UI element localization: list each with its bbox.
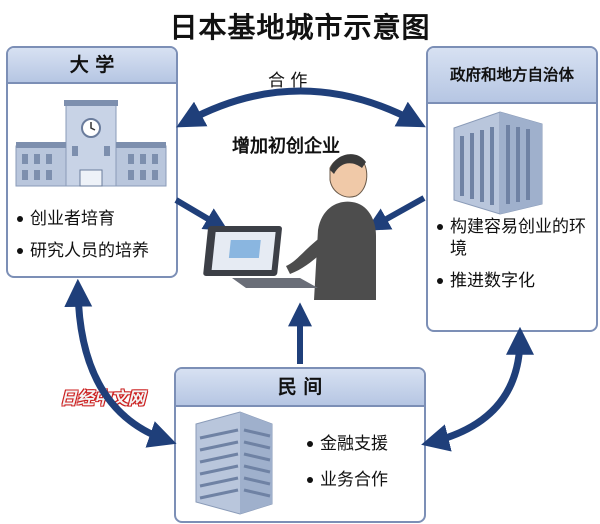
- list-item: 研究人员的培养: [14, 240, 174, 262]
- university-heading: 大 学: [8, 48, 176, 84]
- private-building-icon: [195, 411, 273, 515]
- university-list: 创业者培育 研究人员的培养: [14, 208, 174, 262]
- cooperation-arrow: [176, 87, 426, 128]
- list-item: 构建容易创业的环境: [434, 216, 594, 260]
- university-to-center-arrow: [174, 197, 229, 231]
- entrepreneur-laptop-icon: [203, 154, 376, 300]
- center-caption: 增加初创企业: [232, 136, 340, 157]
- list-item: 创业者培育: [14, 208, 174, 230]
- government-box: 政府和地方自治体 构建容易创业的环境 推进数字化: [426, 46, 598, 332]
- private-heading: 民 间: [176, 369, 424, 407]
- government-private-arrow: [421, 326, 534, 452]
- university-private-arrow: [64, 278, 177, 448]
- cooperation-label: 合 作: [268, 71, 308, 91]
- page-title: 日本基地城市示意图: [169, 11, 431, 44]
- university-building-icon: [15, 100, 167, 187]
- list-item: 金融支援: [304, 433, 420, 455]
- government-list: 构建容易创业的环境 推进数字化: [434, 216, 594, 292]
- list-item: 业务合作: [304, 469, 420, 491]
- government-heading: 政府和地方自治体: [428, 48, 596, 104]
- list-item-text: 构建容易创业的环境: [450, 217, 586, 259]
- government-building-icon: [453, 111, 543, 215]
- private-list: 金融支援 业务合作: [304, 433, 420, 491]
- government-to-center-arrow: [365, 195, 426, 231]
- list-item: 推进数字化: [434, 270, 594, 292]
